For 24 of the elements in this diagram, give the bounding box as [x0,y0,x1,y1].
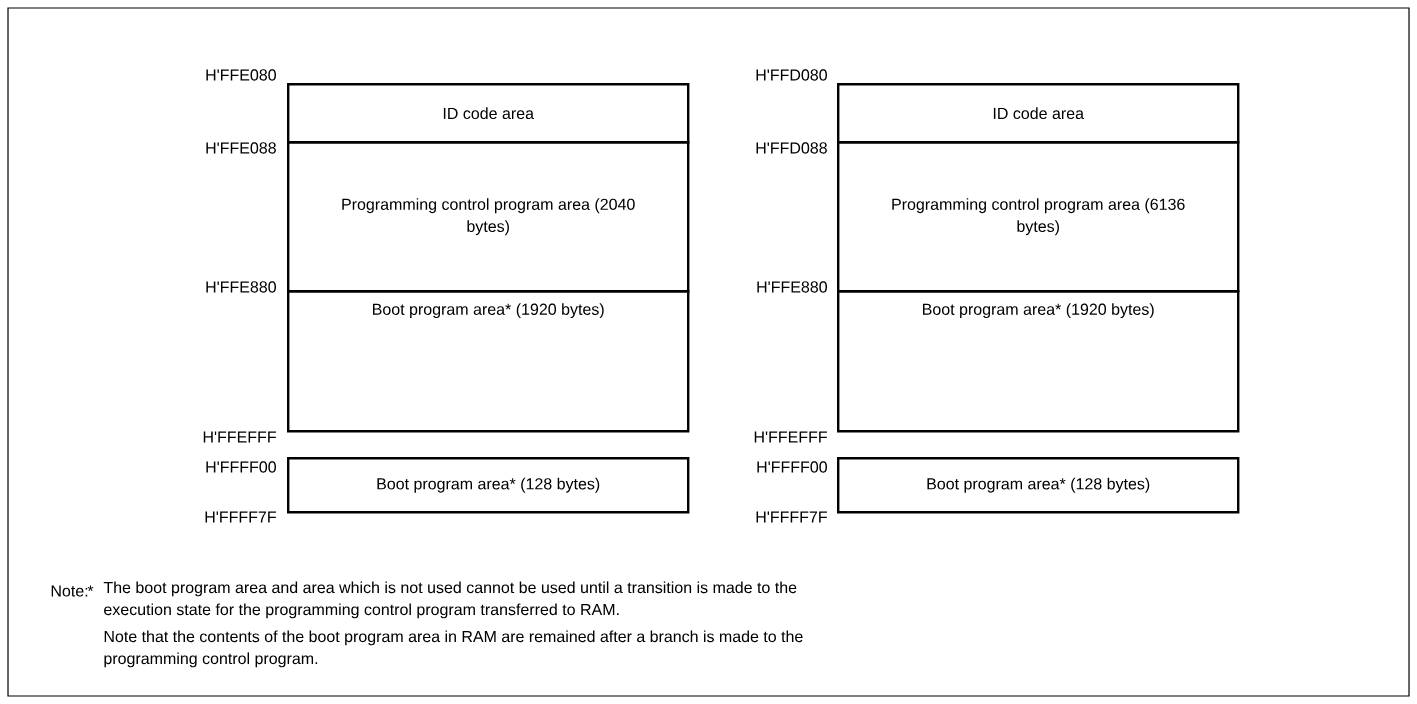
address-label: H'FFE080 [206,69,276,81]
address-label: H'FFFF7F [205,511,276,523]
memory-area-box: Boot program area* (128 bytes) [837,457,1240,514]
address-label: H'FFEFFF [203,431,276,443]
memory-area-box: Programming control program area (6136 bytes) [837,141,1240,293]
memory-area-box: Boot program area* (1920 bytes) [287,290,690,433]
address-label: H'FFE880 [757,281,827,293]
note-text: The boot program area and area which is not used cannot be used until a transition is made to the execution state for the programming control program transferred to RAM. [103,581,797,619]
address-label: H'FFE088 [206,142,276,154]
memory-area-box: Boot program area* (128 bytes) [287,457,690,514]
note-text: Note that the contents of the boot program area in RAM are remained after a branch is made to the programming control program. [104,630,803,668]
memory-area-box: ID code area [287,83,690,144]
address-label: H'FFD080 [756,69,827,81]
address-label: H'FFE880 [206,281,276,293]
memory-area-box: Boot program area* (1920 bytes) [837,290,1240,433]
note-label: * [87,585,94,592]
address-label: H'FFFF00 [757,461,827,473]
note-label: Note: [51,585,88,597]
address-label: H'FFD088 [756,142,827,154]
address-label: H'FFEFFF [754,431,827,443]
memory-area-box: Programming control program area (2040 bytes) [287,141,690,293]
memory-area-box: ID code area [837,83,1240,144]
address-label: H'FFFF00 [206,461,276,473]
address-label: H'FFFF7F [756,511,827,523]
